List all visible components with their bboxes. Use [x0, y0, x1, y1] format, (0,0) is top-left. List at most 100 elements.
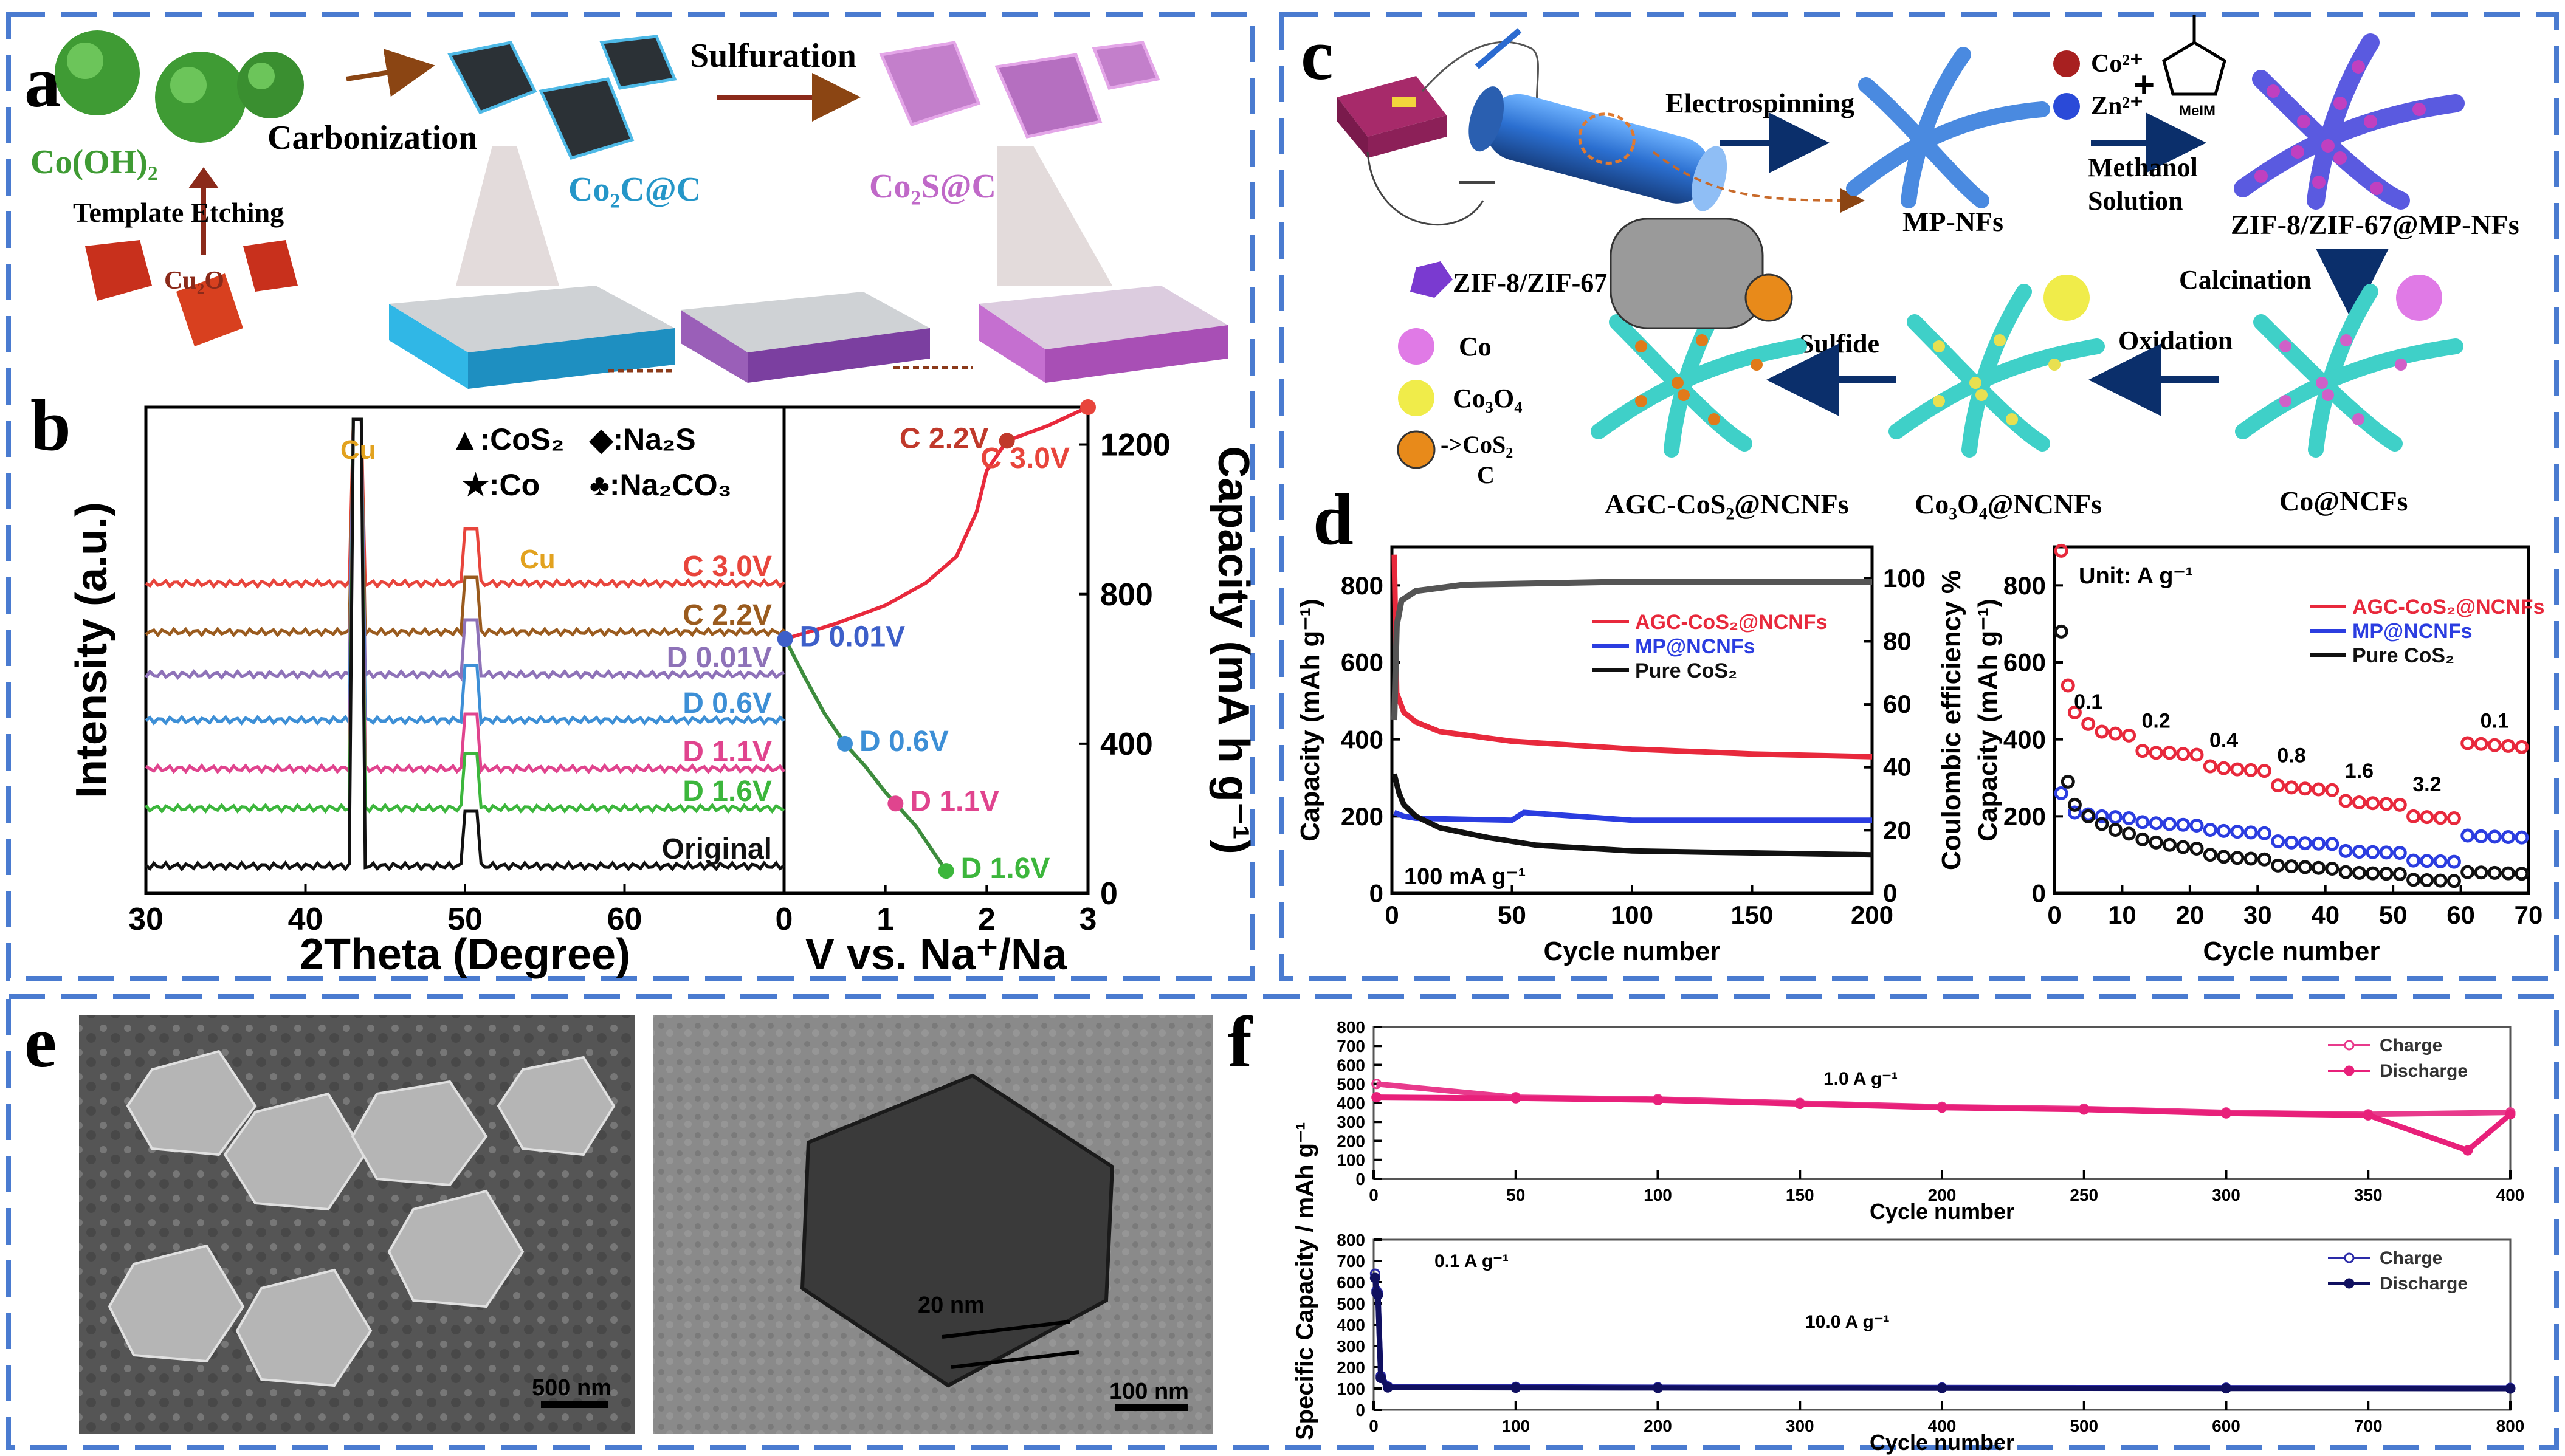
rate-point	[2460, 828, 2475, 843]
rate-point	[2257, 852, 2271, 867]
y-tick-label: 700	[1337, 1037, 1365, 1056]
rate-label: 3.2	[2412, 773, 2441, 796]
rate-point	[2257, 826, 2271, 840]
current-annotation: 10.0 A g⁻¹	[1805, 1312, 1890, 1332]
co3o4-legend-icon	[1398, 380, 1434, 416]
y2-tick-label: 60	[1883, 690, 1912, 718]
state-marker	[777, 631, 793, 647]
x-tick-label: 50	[1506, 1186, 1525, 1204]
rate-point	[2338, 843, 2353, 858]
rate-point	[2189, 819, 2204, 833]
plus-icon: +	[2133, 64, 2155, 105]
rate-point	[2325, 861, 2339, 876]
rate-point	[2189, 842, 2204, 856]
cycling-series	[1393, 809, 1872, 823]
rate-point	[2217, 761, 2231, 775]
legend-label: MP@NCNFs	[2352, 620, 2473, 643]
label-mpnfs: MP-NFs	[1902, 206, 2003, 237]
x-tick-label: 30	[128, 902, 164, 937]
panel-frames	[6, 12, 2559, 1450]
x-axis-label: 2Theta (Degree)	[300, 930, 630, 979]
rate-point	[2446, 811, 2461, 825]
y-tick-label: 0	[1355, 1170, 1365, 1189]
y2-tick-label: 100	[1883, 564, 1926, 592]
y-tick-label: 800	[1337, 1018, 1365, 1037]
label-oxidation: Oxidation	[2118, 326, 2233, 355]
rate-point	[2406, 853, 2421, 868]
y-tick-label: 0	[2032, 879, 2046, 908]
d-current-label: 100 mA g⁻¹	[1404, 864, 1526, 890]
rate-point	[2433, 854, 2448, 868]
rate-point	[2067, 805, 2082, 820]
rate-point	[2217, 850, 2231, 864]
label-co3o4nc: Co₃O₄@NCNFs	[1915, 489, 2102, 520]
x-tick-label: 600	[2212, 1417, 2240, 1435]
capacity-series	[1376, 1094, 2512, 1154]
tem-shell-line-2	[951, 1350, 1079, 1369]
x-tick-label: 250	[2070, 1186, 2098, 1204]
rate-point	[2095, 809, 2109, 823]
legend-label: Pure CoS₂	[1635, 659, 1737, 682]
rate-point	[2054, 543, 2068, 558]
rate-point	[2284, 859, 2299, 874]
y-tick-label: 800	[2003, 571, 2046, 600]
x-tick-label: 30	[2243, 901, 2272, 929]
rate-point	[2312, 782, 2326, 797]
rate-point	[2095, 817, 2109, 831]
rate-point	[2298, 836, 2312, 851]
y-axis-label: Intensity (a.u.)	[67, 502, 116, 798]
rate-point	[2081, 716, 2096, 731]
zif-particles	[2254, 60, 2426, 195]
state-label: D 0.6V	[859, 726, 949, 758]
capacity-point	[1369, 1272, 1380, 1283]
sem-scale-label: 500 nm	[532, 1375, 611, 1401]
x-tick-label: 300	[2212, 1186, 2240, 1204]
y-tick-label: 0	[1369, 879, 1383, 908]
rate-point	[2135, 744, 2150, 758]
capacity-point	[1371, 1079, 1382, 1090]
rate-point	[2122, 826, 2136, 841]
x-tick-label: 350	[2354, 1186, 2383, 1204]
rate-point	[2162, 817, 2177, 831]
x-tick-label: 200	[1644, 1417, 1672, 1435]
tem-shell-line-1	[942, 1320, 1070, 1339]
panel-e-letter: e	[24, 1001, 57, 1082]
rate-point	[2392, 846, 2407, 860]
rate-point	[2501, 866, 2516, 881]
rate-point	[2271, 858, 2285, 873]
label-melm: MeIM	[2179, 103, 2216, 119]
rate-point	[2081, 809, 2096, 823]
rate-point	[2257, 764, 2271, 778]
y2-tick-label: 40	[1883, 753, 1912, 781]
legend-cos2-c: ->CoS₂	[1441, 431, 1513, 458]
x-tick-label: 40	[2311, 901, 2339, 929]
x-tick-label: 500	[2070, 1417, 2098, 1435]
tem-thickness-label: 20 nm	[918, 1293, 985, 1318]
x-tick-label: 50	[447, 902, 483, 937]
rate-point	[2149, 746, 2163, 760]
tem-inset	[1610, 218, 1764, 329]
cu2o-crystals	[85, 240, 298, 346]
co2c-cubes	[447, 35, 677, 160]
capacity-point	[2505, 1109, 2516, 1120]
legend-co-c: Co	[1459, 332, 1492, 362]
melm-molecule-icon	[2162, 15, 2226, 96]
xrd-trace-label: D 1.6V	[683, 775, 772, 808]
label-methanol: Methanol	[2088, 153, 2198, 182]
y-tick-label: 500	[1337, 1294, 1365, 1313]
y-tick-label: 200	[1337, 1358, 1365, 1377]
zoom-cones	[456, 146, 1112, 286]
panel-a-letter: a	[24, 41, 61, 122]
y-tick-label: 1200	[1100, 428, 1171, 463]
co3o4-zoom-ball	[2043, 275, 2090, 321]
legend-label: AGC-CoS₂@NCNFs	[2352, 596, 2544, 619]
cu-label-2: Cu	[520, 544, 556, 574]
cycling-series	[1391, 773, 1873, 858]
rate-point	[2379, 867, 2394, 881]
panel-a: a Co(OH)₂ Template Etching Cu₂O Carboniz…	[24, 30, 1228, 389]
capacity-point	[1371, 1092, 1382, 1103]
cycling-series	[1391, 554, 1873, 760]
frame-ef	[6, 994, 2559, 1450]
